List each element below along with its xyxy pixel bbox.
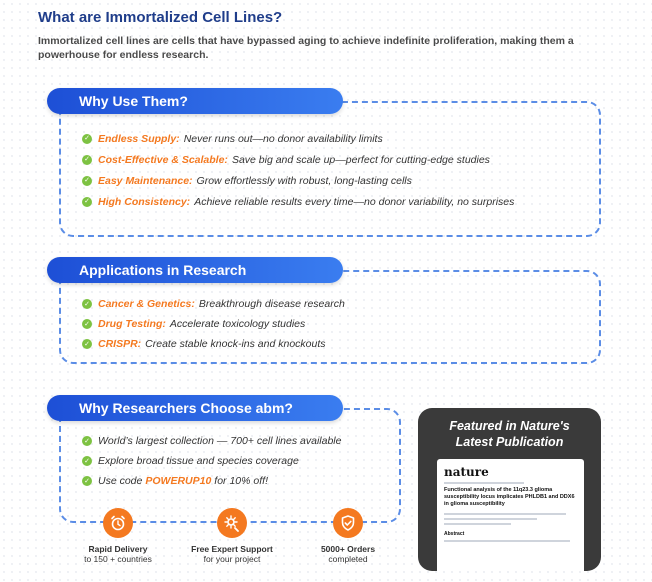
check-icon: ✓ xyxy=(82,154,92,165)
page-title: What are Immortalized Cell Lines? xyxy=(38,9,283,26)
why-use-panel: Why Use Them? ✓Endless Supply:Never runs… xyxy=(47,88,603,238)
paper-authors-line xyxy=(444,518,538,520)
check-icon: ✓ xyxy=(82,175,92,186)
check-icon: ✓ xyxy=(82,476,92,486)
paper-divider xyxy=(444,482,524,484)
check-icon: ✓ xyxy=(82,456,92,466)
alarm-clock-icon xyxy=(103,508,133,538)
applications-panel: Applications in Research ✓Cancer & Genet… xyxy=(47,257,603,365)
paper-abstract-label: Abstract xyxy=(444,531,465,537)
nature-logo: nature xyxy=(444,465,489,479)
intro-section: What are Immortalized Cell Lines? Immort… xyxy=(38,9,613,62)
list-item: ✓Easy Maintenance:Grow effortlessly with… xyxy=(82,170,514,191)
shield-check-icon xyxy=(333,508,363,538)
check-icon: ✓ xyxy=(82,299,92,309)
why-use-list: ✓Endless Supply:Never runs out—no donor … xyxy=(82,128,514,212)
applications-list: ✓Cancer & Genetics:Breakthrough disease … xyxy=(82,294,345,354)
choose-abm-panel: Why Researchers Choose abm? ✓World’s lar… xyxy=(47,395,403,525)
feature-expert-support: Free Expert Support for your project xyxy=(172,508,292,564)
list-item: ✓World’s largest collection — 700+ cell … xyxy=(82,431,341,451)
list-item: ✓Cost-Effective & Scalable:Save big and … xyxy=(82,149,514,170)
intro-description: Immortalized cell lines are cells that h… xyxy=(38,35,574,61)
choose-abm-heading: Why Researchers Choose abm? xyxy=(47,395,343,421)
list-item: ✓Explore broad tissue and species covera… xyxy=(82,451,341,471)
check-icon: ✓ xyxy=(82,133,92,144)
paper-abstract-line xyxy=(444,540,571,542)
promo-code: POWERUP10 xyxy=(145,475,212,487)
nature-feature-card[interactable]: Featured in Nature's Latest Publication … xyxy=(418,408,601,571)
feature-rapid-delivery: Rapid Delivery to 150 + countries xyxy=(68,508,168,564)
check-icon: ✓ xyxy=(82,319,92,329)
choose-abm-list: ✓World’s largest collection — 700+ cell … xyxy=(82,431,341,491)
list-item: ✓CRISPR:Create stable knock-ins and knoc… xyxy=(82,334,345,354)
list-item: ✓High Consistency:Achieve reliable resul… xyxy=(82,191,514,212)
paper-title: Functional analysis of the 11q23.3 gliom… xyxy=(444,487,575,507)
nature-paper-preview[interactable]: nature Functional analysis of the 11q23.… xyxy=(437,459,584,571)
feature-orders: 5000+ Orders completed xyxy=(298,508,398,564)
paper-authors-line xyxy=(444,513,567,515)
check-icon: ✓ xyxy=(82,196,92,207)
gear-support-icon xyxy=(217,508,247,538)
check-icon: ✓ xyxy=(82,339,92,349)
list-item: ✓Drug Testing:Accelerate toxicology stud… xyxy=(82,314,345,334)
applications-heading: Applications in Research xyxy=(47,257,343,283)
list-item: ✓Endless Supply:Never runs out—no donor … xyxy=(82,128,514,149)
nature-card-title: Featured in Nature's Latest Publication xyxy=(449,419,570,449)
check-icon: ✓ xyxy=(82,436,92,446)
paper-meta-line xyxy=(444,523,511,525)
why-use-heading: Why Use Them? xyxy=(47,88,343,114)
list-item: ✓Cancer & Genetics:Breakthrough disease … xyxy=(82,294,345,314)
